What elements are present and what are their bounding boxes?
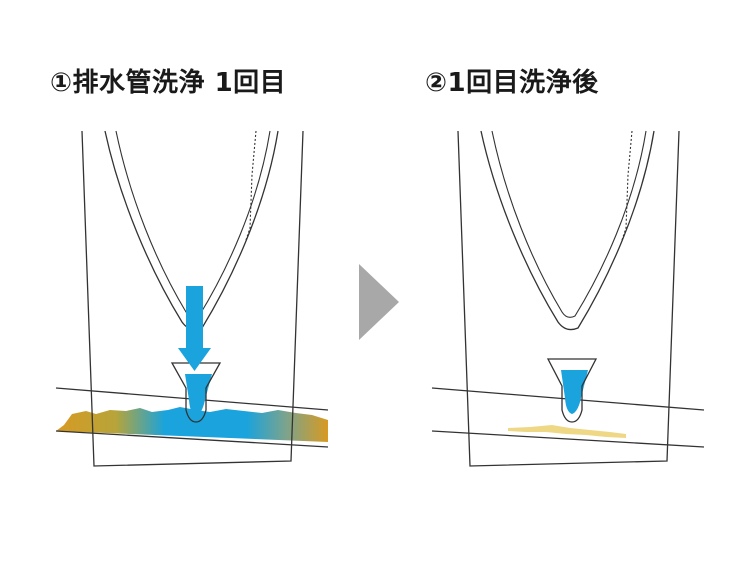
pour-arrow-head (178, 348, 211, 371)
bowl-hidden-line (245, 130, 257, 241)
pipe-bottom-line (431, 430, 705, 448)
pour-arrow-shaft (186, 286, 203, 348)
pipe-bottom-line (55, 430, 329, 448)
drain-trap-water (561, 370, 588, 414)
drain-trap (170, 362, 222, 423)
step2-title: ②1回目洗浄後 (425, 68, 599, 98)
next-step-arrow-icon (359, 264, 399, 340)
drain-trap (546, 358, 598, 423)
sludge-water-band (56, 407, 328, 442)
cabinet-outline (457, 130, 680, 467)
cabinet-outline (81, 130, 304, 467)
residue-scraps (508, 425, 626, 438)
step1-title: ①排水管洗浄 1回目 (50, 68, 287, 98)
sink-bowl-outer (480, 130, 655, 331)
panel-step2 (431, 130, 705, 467)
sink-bowl-inner (491, 130, 647, 318)
bowl-hidden-line (621, 130, 633, 241)
drain-trap-water (185, 374, 212, 416)
panel-step1 (55, 130, 329, 467)
